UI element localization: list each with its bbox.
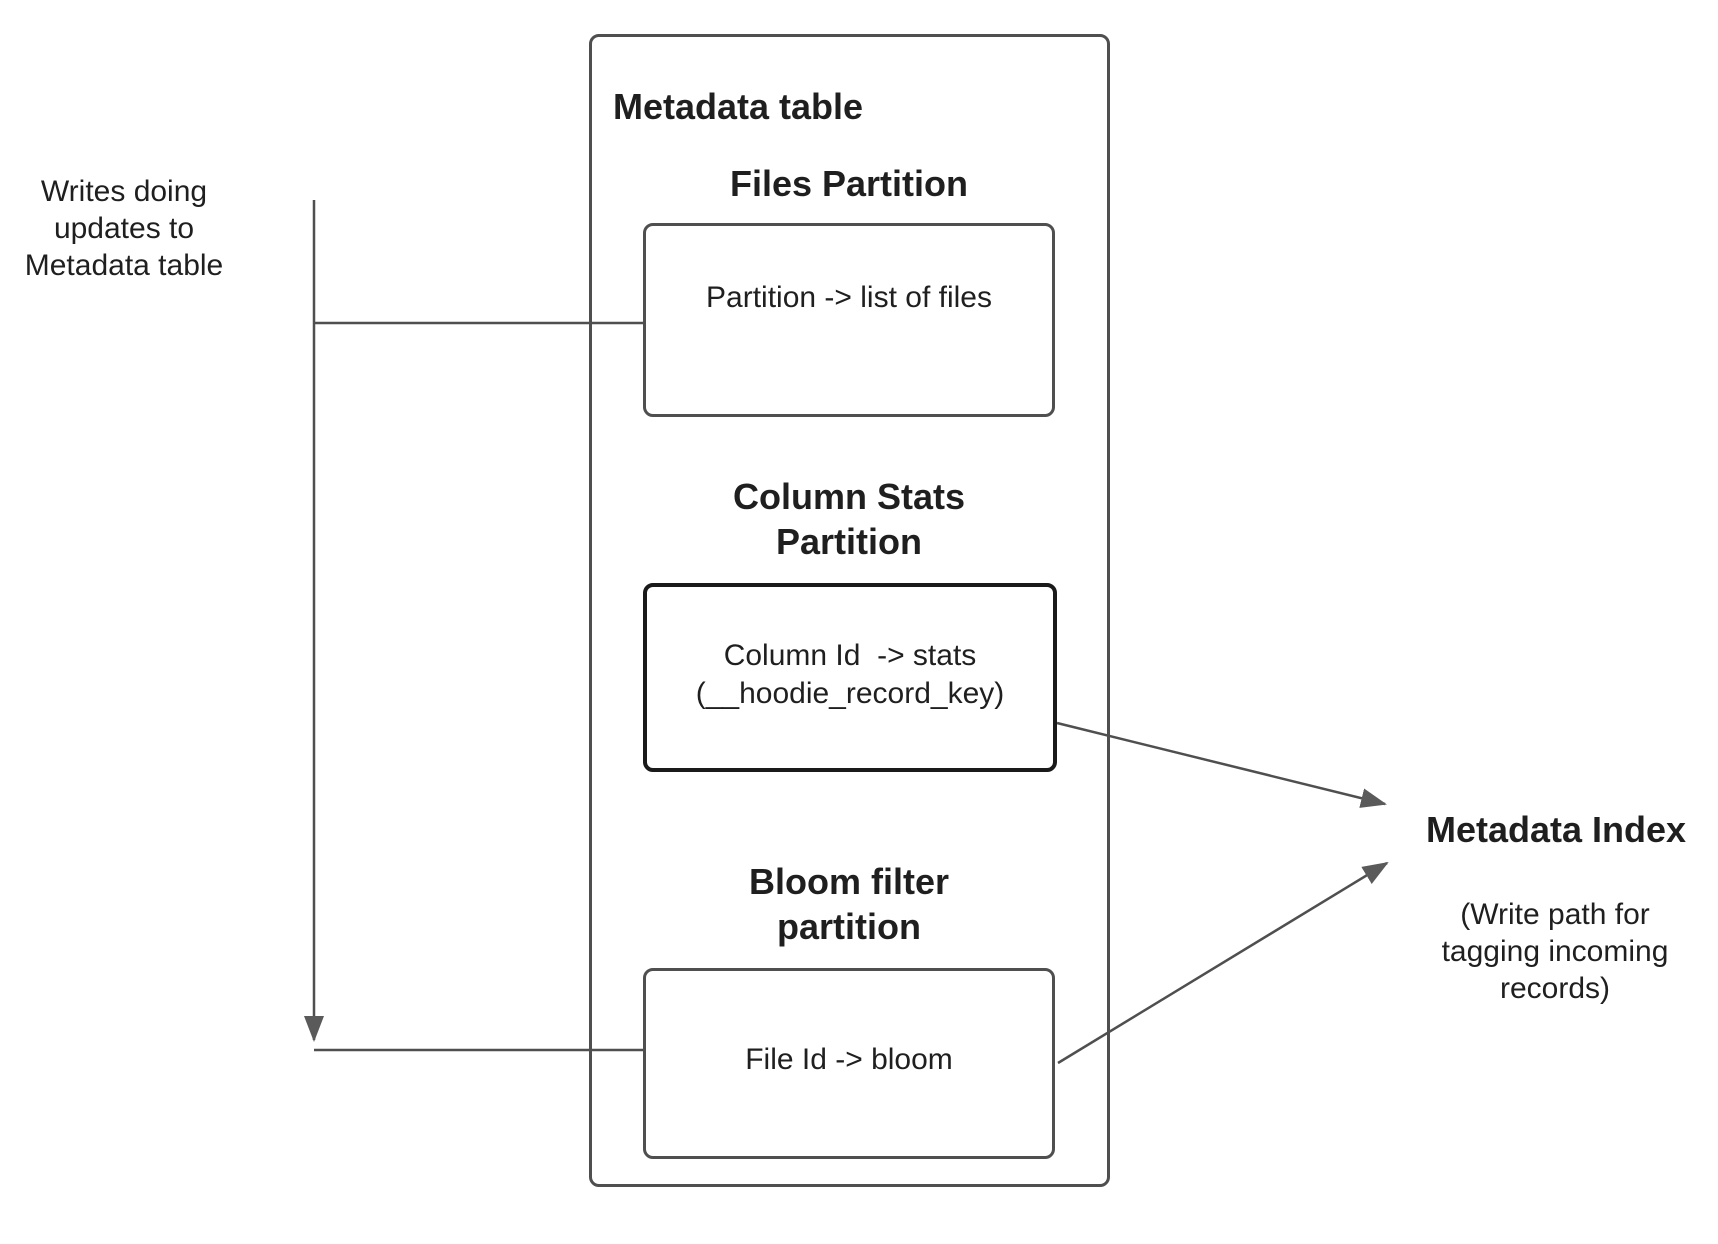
metadata-index-subtitle: (Write path for tagging incoming records… [1441, 898, 1669, 1005]
column-stats-box [643, 583, 1057, 772]
writes-note: Writes doing updates to Metadata table [24, 175, 224, 282]
bloom-filter-box [643, 968, 1055, 1159]
files-partition-heading: Files Partition [729, 163, 969, 204]
files-partition-box [643, 223, 1055, 417]
bloom-to-index-arrow [1057, 861, 1389, 1065]
bloom-filter-heading: Bloom filter partition [748, 861, 949, 947]
files-partition-content: Partition -> list of files [706, 281, 992, 314]
stats-to-index-arrow [1056, 721, 1387, 808]
metadata-index-title: Metadata Index [1425, 809, 1687, 850]
column-stats-content: Column Id -> stats (__hoodie_record_key) [695, 639, 1005, 710]
metadata-table-box [589, 34, 1110, 1187]
column-stats-heading: Column Stats Partition [732, 476, 965, 562]
bloom-filter-content: File Id -> bloom [745, 1043, 953, 1076]
metadata-table-title: Metadata table [613, 86, 864, 127]
